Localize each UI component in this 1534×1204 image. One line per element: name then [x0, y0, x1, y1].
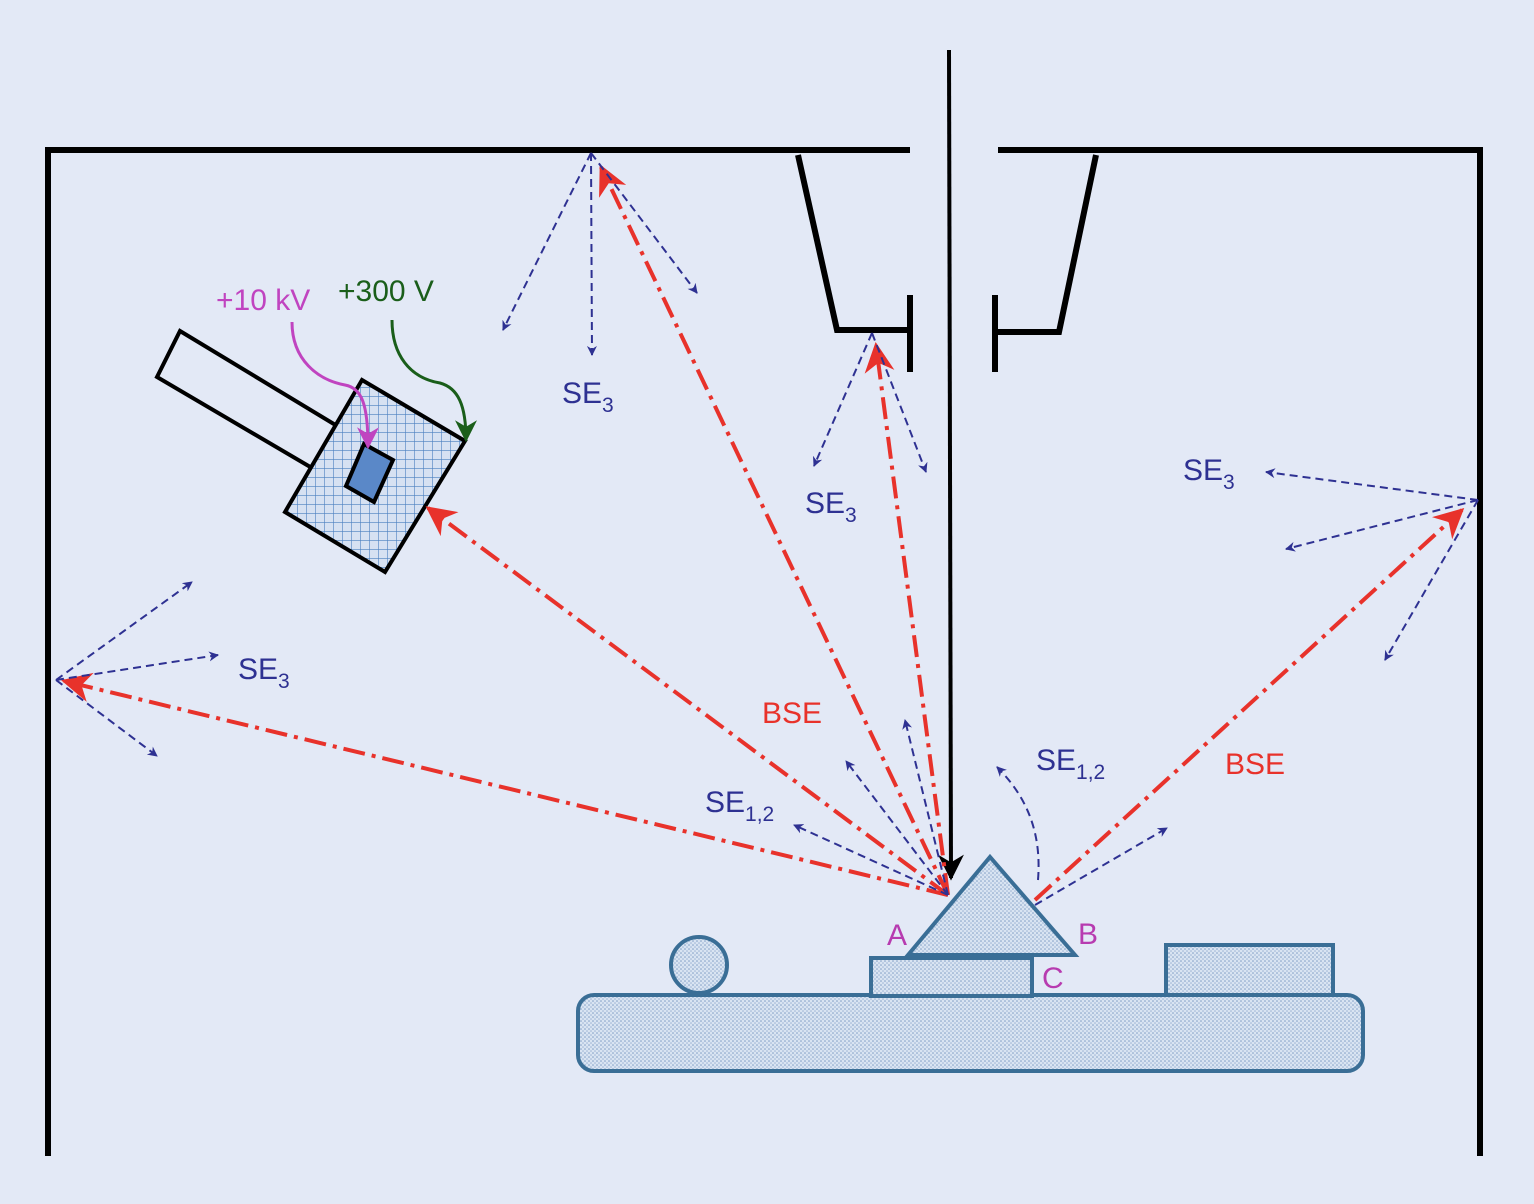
right-block — [1164, 943, 1335, 997]
se3-arrow — [590, 152, 698, 294]
se3-arrow — [1285, 499, 1479, 552]
se12-label-left: SE1,2 — [705, 786, 774, 826]
bse-label-center: BSE — [762, 697, 822, 730]
lv-label: +300 V — [338, 275, 434, 308]
se3-arrow — [813, 332, 873, 467]
bse-arrow-chamber-right — [1033, 507, 1465, 902]
se12-arrow — [793, 824, 949, 896]
triangle-specimen — [903, 853, 1080, 957]
everhart-thornley-detector — [154, 328, 468, 575]
point-c-label: C — [1042, 962, 1064, 995]
pole-piece-right — [992, 154, 1099, 372]
se12-arrow — [902, 719, 949, 896]
se12-arrow — [845, 760, 949, 896]
se3-arrow — [871, 332, 928, 473]
chamber-wall-right — [998, 147, 1483, 1156]
stage-base — [576, 993, 1365, 1073]
se3-label-left: SE3 — [238, 653, 290, 693]
lv-arrow — [390, 319, 477, 443]
se3-label-pole: SE3 — [805, 487, 857, 527]
se3-arrow — [1384, 499, 1479, 661]
bse-trajectories — [61, 164, 1465, 902]
left-block — [869, 956, 1034, 998]
hv-arrow — [290, 321, 379, 450]
se3-label-right: SE3 — [1183, 454, 1235, 494]
se3-arrow — [55, 581, 193, 681]
chamber-wall-left — [45, 147, 910, 1156]
se3-arrow — [55, 651, 219, 681]
bse-arrow-pole-piece — [864, 342, 950, 896]
primary-beam — [937, 49, 964, 881]
se3-arrow — [1265, 468, 1479, 501]
scintillator — [343, 441, 396, 505]
objective-pole-piece — [795, 154, 1099, 372]
se3-label-top: SE3 — [562, 377, 614, 417]
sphere-specimen — [669, 935, 729, 995]
se12-arrow — [996, 766, 1040, 881]
bse-arrow-ceiling — [599, 164, 950, 896]
se3-arrow — [502, 152, 592, 331]
chamber-walls — [45, 147, 1483, 1156]
point-a-label: A — [887, 919, 907, 952]
pole-piece-left — [795, 154, 913, 372]
se-trajectories — [55, 152, 1479, 906]
se3-arrow — [55, 679, 158, 757]
point-b-label: B — [1078, 918, 1098, 951]
se12-label-right: SE1,2 — [1036, 744, 1105, 784]
bse-arrow-chamber-left — [61, 672, 949, 897]
se3-arrow — [586, 152, 597, 356]
hv-label: +10 kV — [216, 284, 310, 317]
bse-label-right: BSE — [1225, 748, 1285, 781]
labels: SE3 SE3 SE3 SE3 SE1,2 SE1,2 BSE BSE A B … — [216, 275, 1285, 995]
specimen-stage — [576, 853, 1365, 1073]
bse-arrow-detector — [425, 506, 950, 897]
